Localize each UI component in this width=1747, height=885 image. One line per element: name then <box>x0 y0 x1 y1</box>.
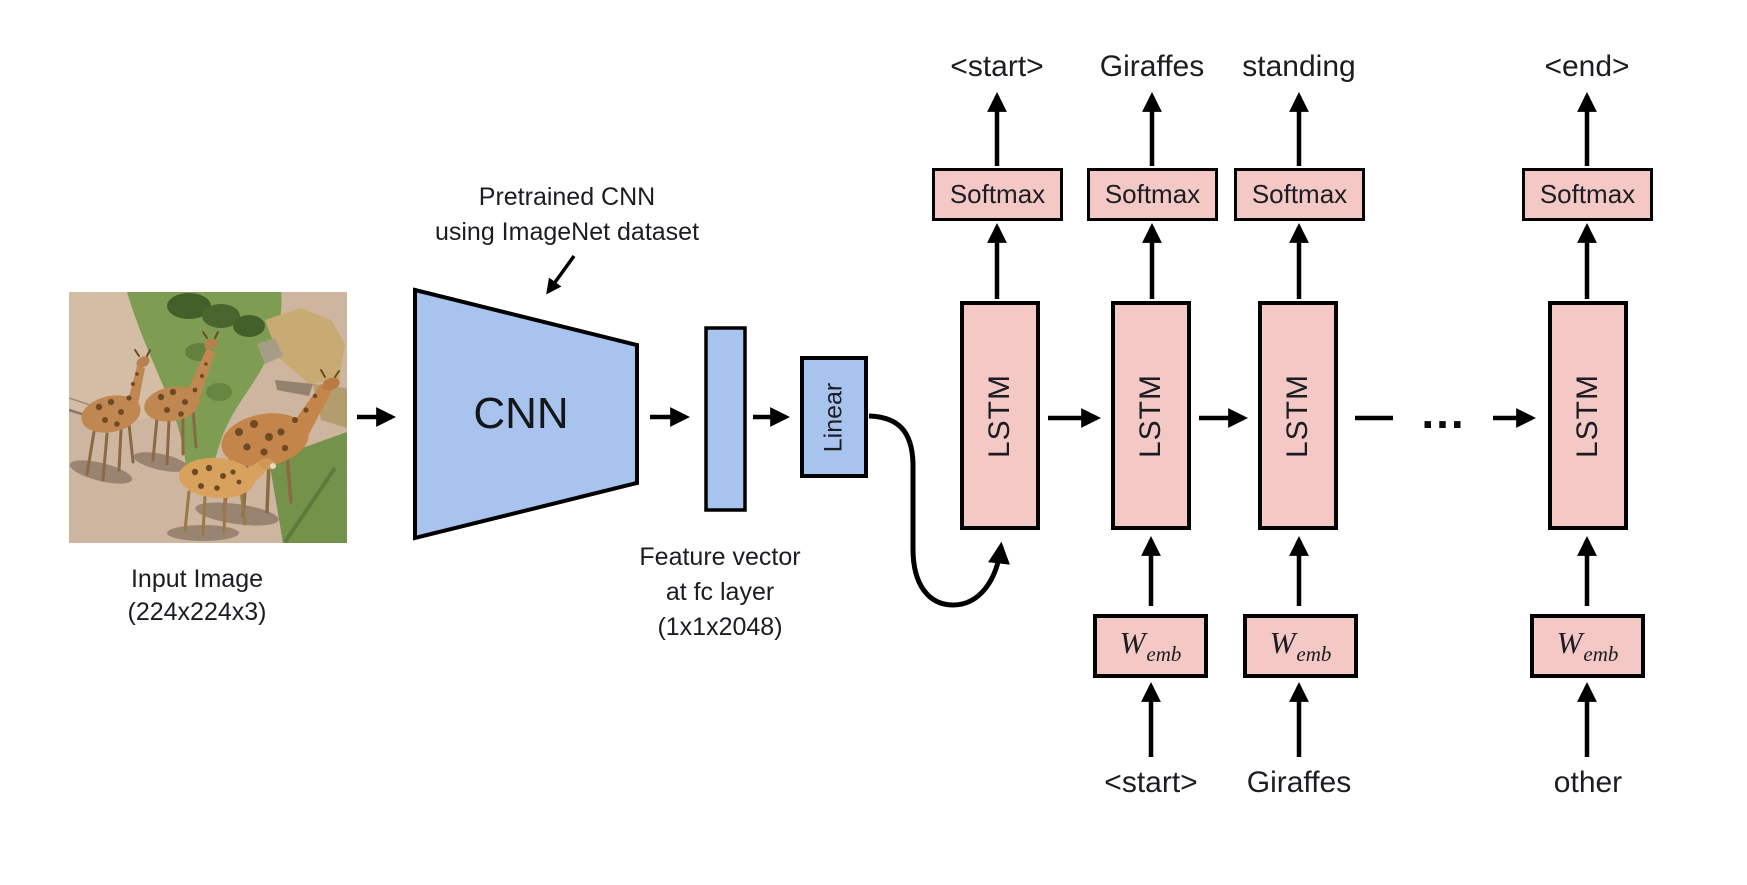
output-word-4: <end> <box>1544 50 1630 83</box>
photo-giraffe-2 <box>144 331 219 466</box>
cnn-annotation-line2: using ImageNet dataset <box>434 218 700 246</box>
lstm-label-3: LSTM <box>1281 373 1315 458</box>
feature-caption-line2: at fc layer <box>665 578 775 606</box>
photo-grass-mound <box>127 292 282 488</box>
input-image-caption-line2: (224x224x3) <box>127 598 267 626</box>
linear-box: Linear <box>800 356 868 478</box>
wemb-label-3: Wemb <box>1269 625 1332 666</box>
softmax-box-3: Softmax <box>1234 168 1365 221</box>
wemb-label-4: Wemb <box>1556 625 1619 666</box>
softmax-box-4: Softmax <box>1522 168 1653 221</box>
lstm-box-2: LSTM <box>1111 301 1191 530</box>
wemb-box-2: Wemb <box>1093 614 1208 678</box>
input-word-3: Giraffes <box>1246 766 1352 799</box>
input-image-caption: Input Image (224x224x3) <box>62 563 332 629</box>
cnn-annotation-line1: Pretrained CNN <box>478 183 656 211</box>
softmax-label-1: Softmax <box>949 179 1046 209</box>
feature-vector-bar <box>704 326 747 512</box>
ellipsis: ... <box>1421 386 1466 438</box>
softmax-label-2: Softmax <box>1104 179 1201 209</box>
lstm-box-4: LSTM <box>1548 301 1628 530</box>
curve-linear-to-lstm1 <box>868 413 1010 608</box>
output-word-2: Giraffes <box>1099 50 1205 83</box>
feature-vector-caption: Feature vector at fc layer (1x1x2048) <box>600 540 840 645</box>
lstm-box-3: LSTM <box>1258 301 1338 530</box>
wemb-box-4: Wemb <box>1530 614 1645 678</box>
photo-giraffe-1 <box>81 349 151 482</box>
feature-caption-line1: Feature vector <box>639 543 801 571</box>
column-arrows <box>987 92 1597 757</box>
cnn-trapezoid <box>413 287 639 541</box>
lstm-label-2: LSTM <box>1134 373 1168 458</box>
softmax-box-1: Softmax <box>932 168 1063 221</box>
feature-caption-line3: (1x1x2048) <box>657 613 783 641</box>
input-photo <box>69 292 347 543</box>
lstm-label-1: LSTM <box>983 373 1017 458</box>
wemb-box-3: Wemb <box>1243 614 1358 678</box>
input-word-2: <start> <box>1104 766 1198 799</box>
photo-rocks <box>265 308 345 384</box>
input-image-caption-line1: Input Image <box>130 565 264 593</box>
cnn-annotation: Pretrained CNN using ImageNet dataset <box>377 180 757 250</box>
linear-label: Linear <box>819 382 848 452</box>
lstm-box-1: LSTM <box>960 301 1040 530</box>
lstm-label-4: LSTM <box>1571 373 1605 458</box>
photo-giraffe-4 <box>179 457 276 536</box>
pipeline-arrows <box>357 407 1536 428</box>
output-word-3: standing <box>1242 50 1356 83</box>
softmax-label-4: Softmax <box>1539 179 1636 209</box>
input-word-4: other <box>1553 766 1623 799</box>
cnn-box-label: CNN <box>473 389 569 438</box>
output-word-1: <start> <box>950 50 1044 83</box>
annotation-arrow <box>546 254 576 295</box>
wemb-label-2: Wemb <box>1119 625 1182 666</box>
softmax-label-3: Softmax <box>1251 179 1348 209</box>
softmax-box-2: Softmax <box>1087 168 1218 221</box>
